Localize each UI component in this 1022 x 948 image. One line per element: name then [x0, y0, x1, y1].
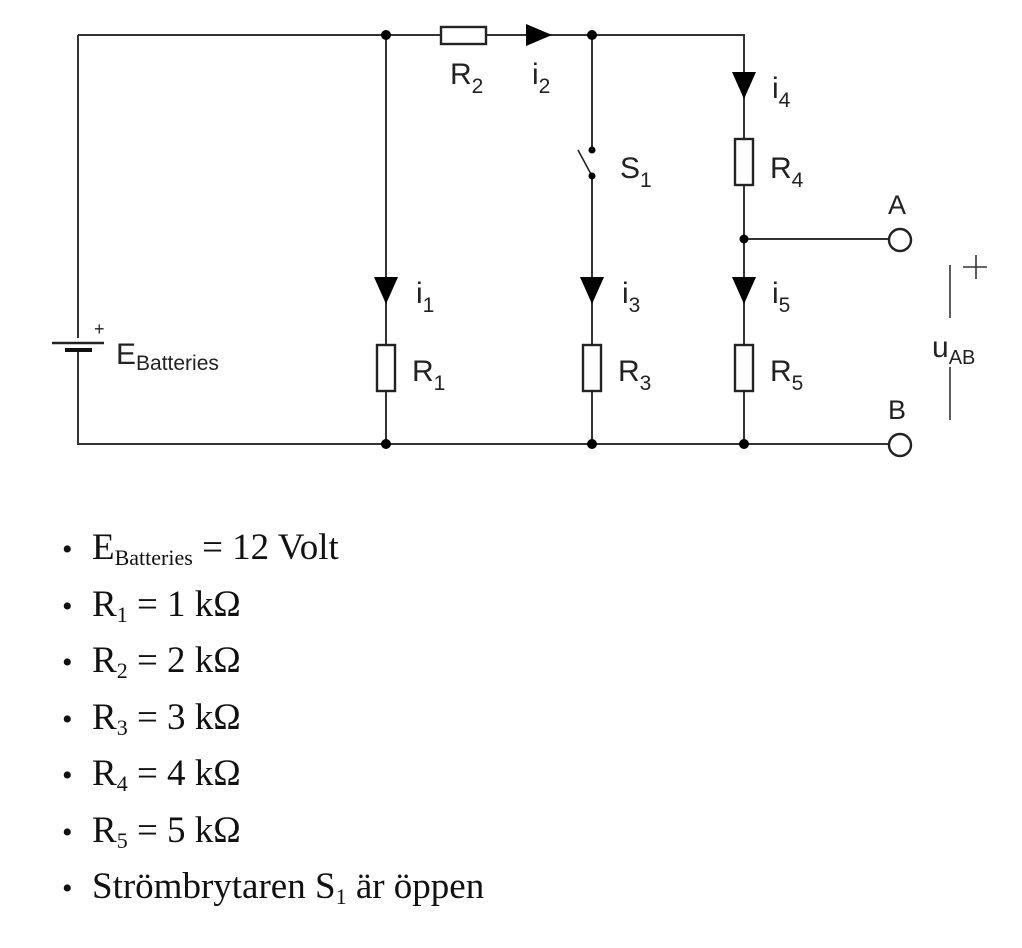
parameter-item-r2: •R2 = 2 kΩ: [62, 633, 484, 690]
resistor-r4-icon: [733, 137, 755, 187]
switch-open-icon: [577, 146, 596, 180]
resistor-r3-icon: [581, 343, 603, 393]
battery-label: EBatteries: [116, 338, 219, 375]
voltage-marker-icon: [949, 255, 987, 420]
parameter-item-r4: •R4 = 4 kΩ: [62, 746, 484, 803]
battery-plus-sign: +: [94, 319, 105, 339]
wires: [77, 34, 898, 445]
parameter-item-e-batteries: •EBatteries = 12 Volt: [62, 520, 484, 577]
current-arrow-i3-icon: [580, 277, 604, 304]
terminal-b-icon: [887, 432, 913, 458]
label-r4: R4: [770, 152, 804, 192]
label-i5: i5: [772, 277, 790, 317]
bullet-icon: •: [62, 646, 73, 679]
label-r1: R1: [412, 355, 445, 395]
parameter-item-switch-state: •Strömbrytaren S1 är öppen: [62, 859, 484, 916]
bullet-icon: •: [62, 815, 73, 849]
bullet-icon: •: [62, 759, 73, 792]
label-i4: i4: [772, 72, 791, 112]
resistor-r2-icon: [439, 25, 488, 46]
label-i3: i3: [622, 277, 640, 317]
bullet-icon: •: [62, 872, 73, 905]
terminal-a-label: A: [888, 190, 906, 220]
label-i1: i1: [416, 277, 434, 317]
label-s1: S1: [620, 152, 652, 192]
left-and-bottom-wire: [77, 35, 898, 445]
parameter-item-r1: •R1 = 1 kΩ: [62, 577, 484, 634]
battery-icon: +: [52, 319, 105, 352]
bullet-icon: •: [62, 589, 73, 623]
current-arrow-i1-icon: [374, 277, 398, 304]
circuit-diagram: + EBatteries A B uAB R2 i2 i4 S1: [52, 24, 987, 458]
top-wire: [78, 34, 745, 77]
current-arrow-i5-icon: [732, 277, 756, 304]
junction-nodes: [381, 30, 749, 449]
resistor-r1-icon: [375, 343, 397, 393]
resistor-r5-icon: [733, 343, 755, 393]
current-arrow-i4-icon: [732, 72, 756, 99]
bullet-icon: •: [62, 533, 73, 566]
current-arrow-i2-icon: [526, 24, 552, 46]
label-r3: R3: [618, 355, 651, 395]
parameter-item-r3: •R3 = 3 kΩ: [62, 690, 484, 747]
label-r2: R2: [450, 58, 483, 98]
parameter-item-r5: •R5 = 5 kΩ: [62, 803, 484, 860]
parameter-list: •EBatteries = 12 Volt •R1 = 1 kΩ •R2 = 2…: [62, 520, 484, 916]
label-i2: i2: [532, 58, 550, 98]
label-r5: R5: [770, 355, 803, 395]
terminal-a-icon: [887, 227, 913, 253]
terminal-b-label: B: [888, 395, 906, 425]
bullet-icon: •: [62, 702, 73, 736]
voltage-label: uAB: [932, 331, 975, 369]
